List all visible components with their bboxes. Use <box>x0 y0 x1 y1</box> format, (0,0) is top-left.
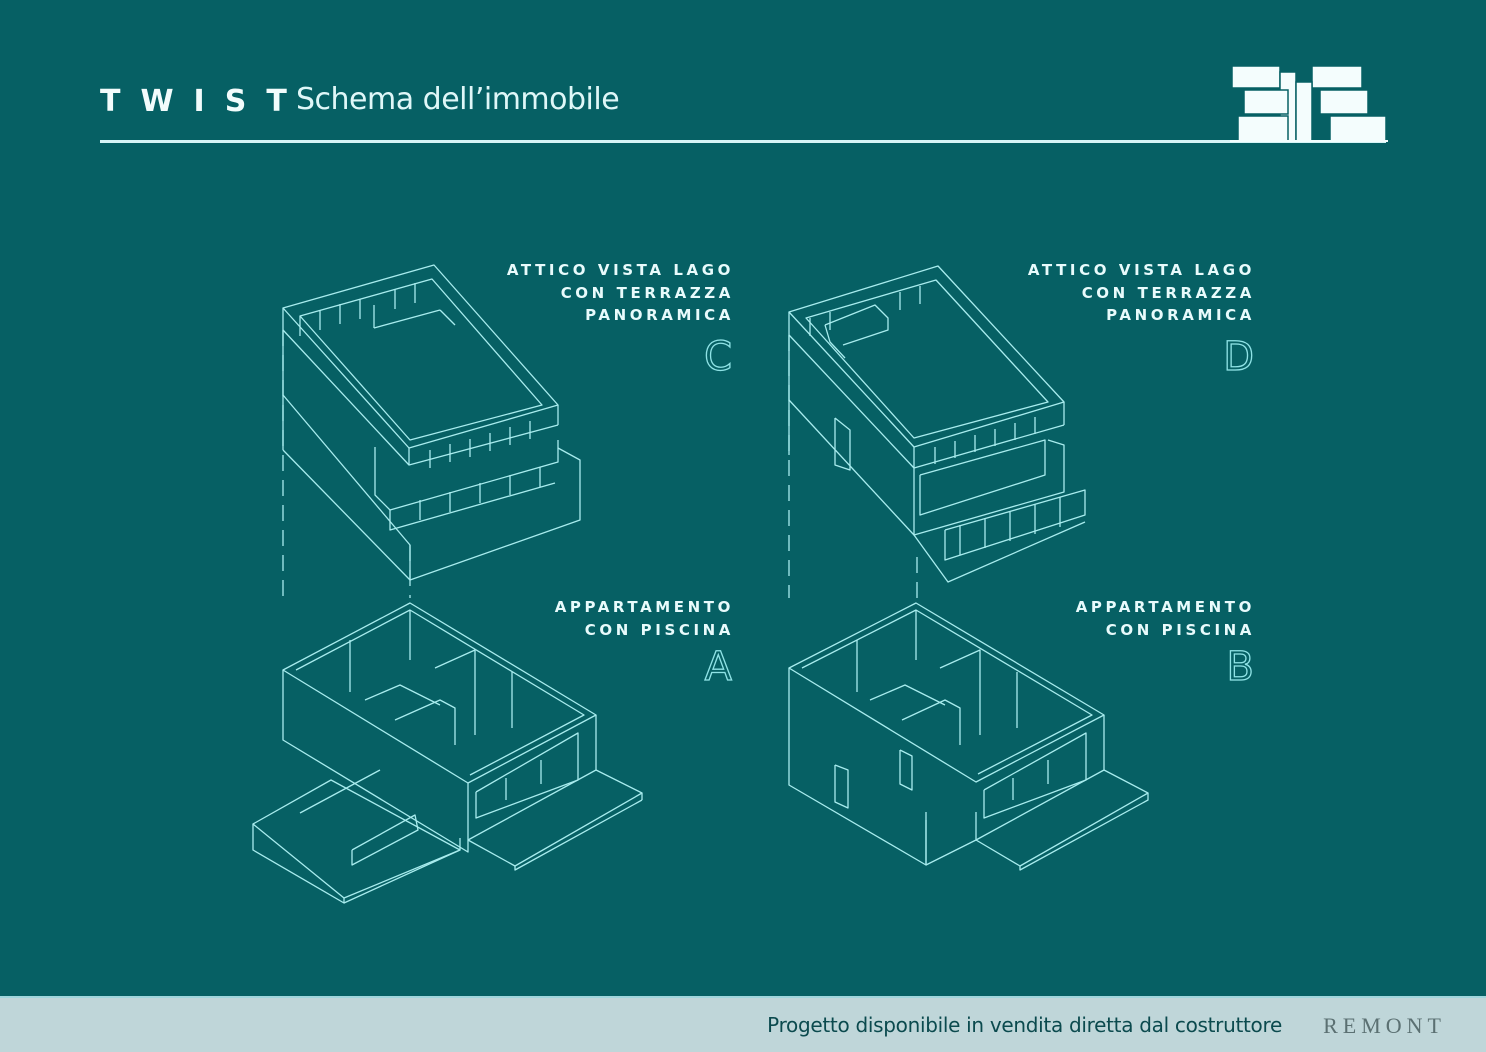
footer-tagline: Progetto disponibile in vendita diretta … <box>767 1013 1282 1037</box>
unit-b-letter: B <box>1226 643 1255 690</box>
unit-b-drawing <box>788 602 1149 871</box>
unit-d-line-2: CON TERRAZZA <box>1081 283 1255 302</box>
unit-a-letter: A <box>704 643 733 690</box>
unit-b-label: APPARTAMENTO CON PISCINA <box>1076 596 1255 641</box>
unit-a-label: APPARTAMENTO CON PISCINA <box>555 596 734 641</box>
stacked-building-logo-icon <box>1230 65 1388 142</box>
unit-a-line-1: APPARTAMENTO <box>554 598 734 616</box>
unit-a-line-2: CON PISCINA <box>584 620 734 639</box>
unit-c-letter: C <box>703 333 732 380</box>
unit-d-label: ATTICO VISTA LAGO CON TERRAZZA PANORAMIC… <box>1028 259 1255 327</box>
unit-d-line-1: ATTICO VISTA LAGO <box>1027 261 1255 279</box>
unit-c-line-3: PANORAMICA <box>585 306 734 324</box>
unit-c-drawing <box>282 264 581 598</box>
unit-b-line-2: CON PISCINA <box>1105 620 1255 639</box>
page-subtitle: Schema dell’immobile <box>296 82 620 117</box>
unit-d-letter: D <box>1223 333 1255 380</box>
remont-logo: REMONT <box>1323 1013 1446 1038</box>
page-header: TWIST Schema dell’immobile <box>100 60 1388 144</box>
brand-title: TWIST <box>100 84 307 119</box>
unit-c-line-2: CON TERRAZZA <box>560 283 734 302</box>
unit-c-line-1: ATTICO VISTA LAGO <box>506 261 734 279</box>
unit-b-line-1: APPARTAMENTO <box>1075 598 1255 616</box>
header-divider <box>100 140 1386 143</box>
unit-d-line-3: PANORAMICA <box>1106 306 1255 324</box>
unit-a-drawing <box>252 602 643 904</box>
page-footer: Progetto disponibile in vendita diretta … <box>0 996 1486 1052</box>
unit-d-drawing <box>788 265 1086 598</box>
unit-c-label: ATTICO VISTA LAGO CON TERRAZZA PANORAMIC… <box>507 259 734 327</box>
